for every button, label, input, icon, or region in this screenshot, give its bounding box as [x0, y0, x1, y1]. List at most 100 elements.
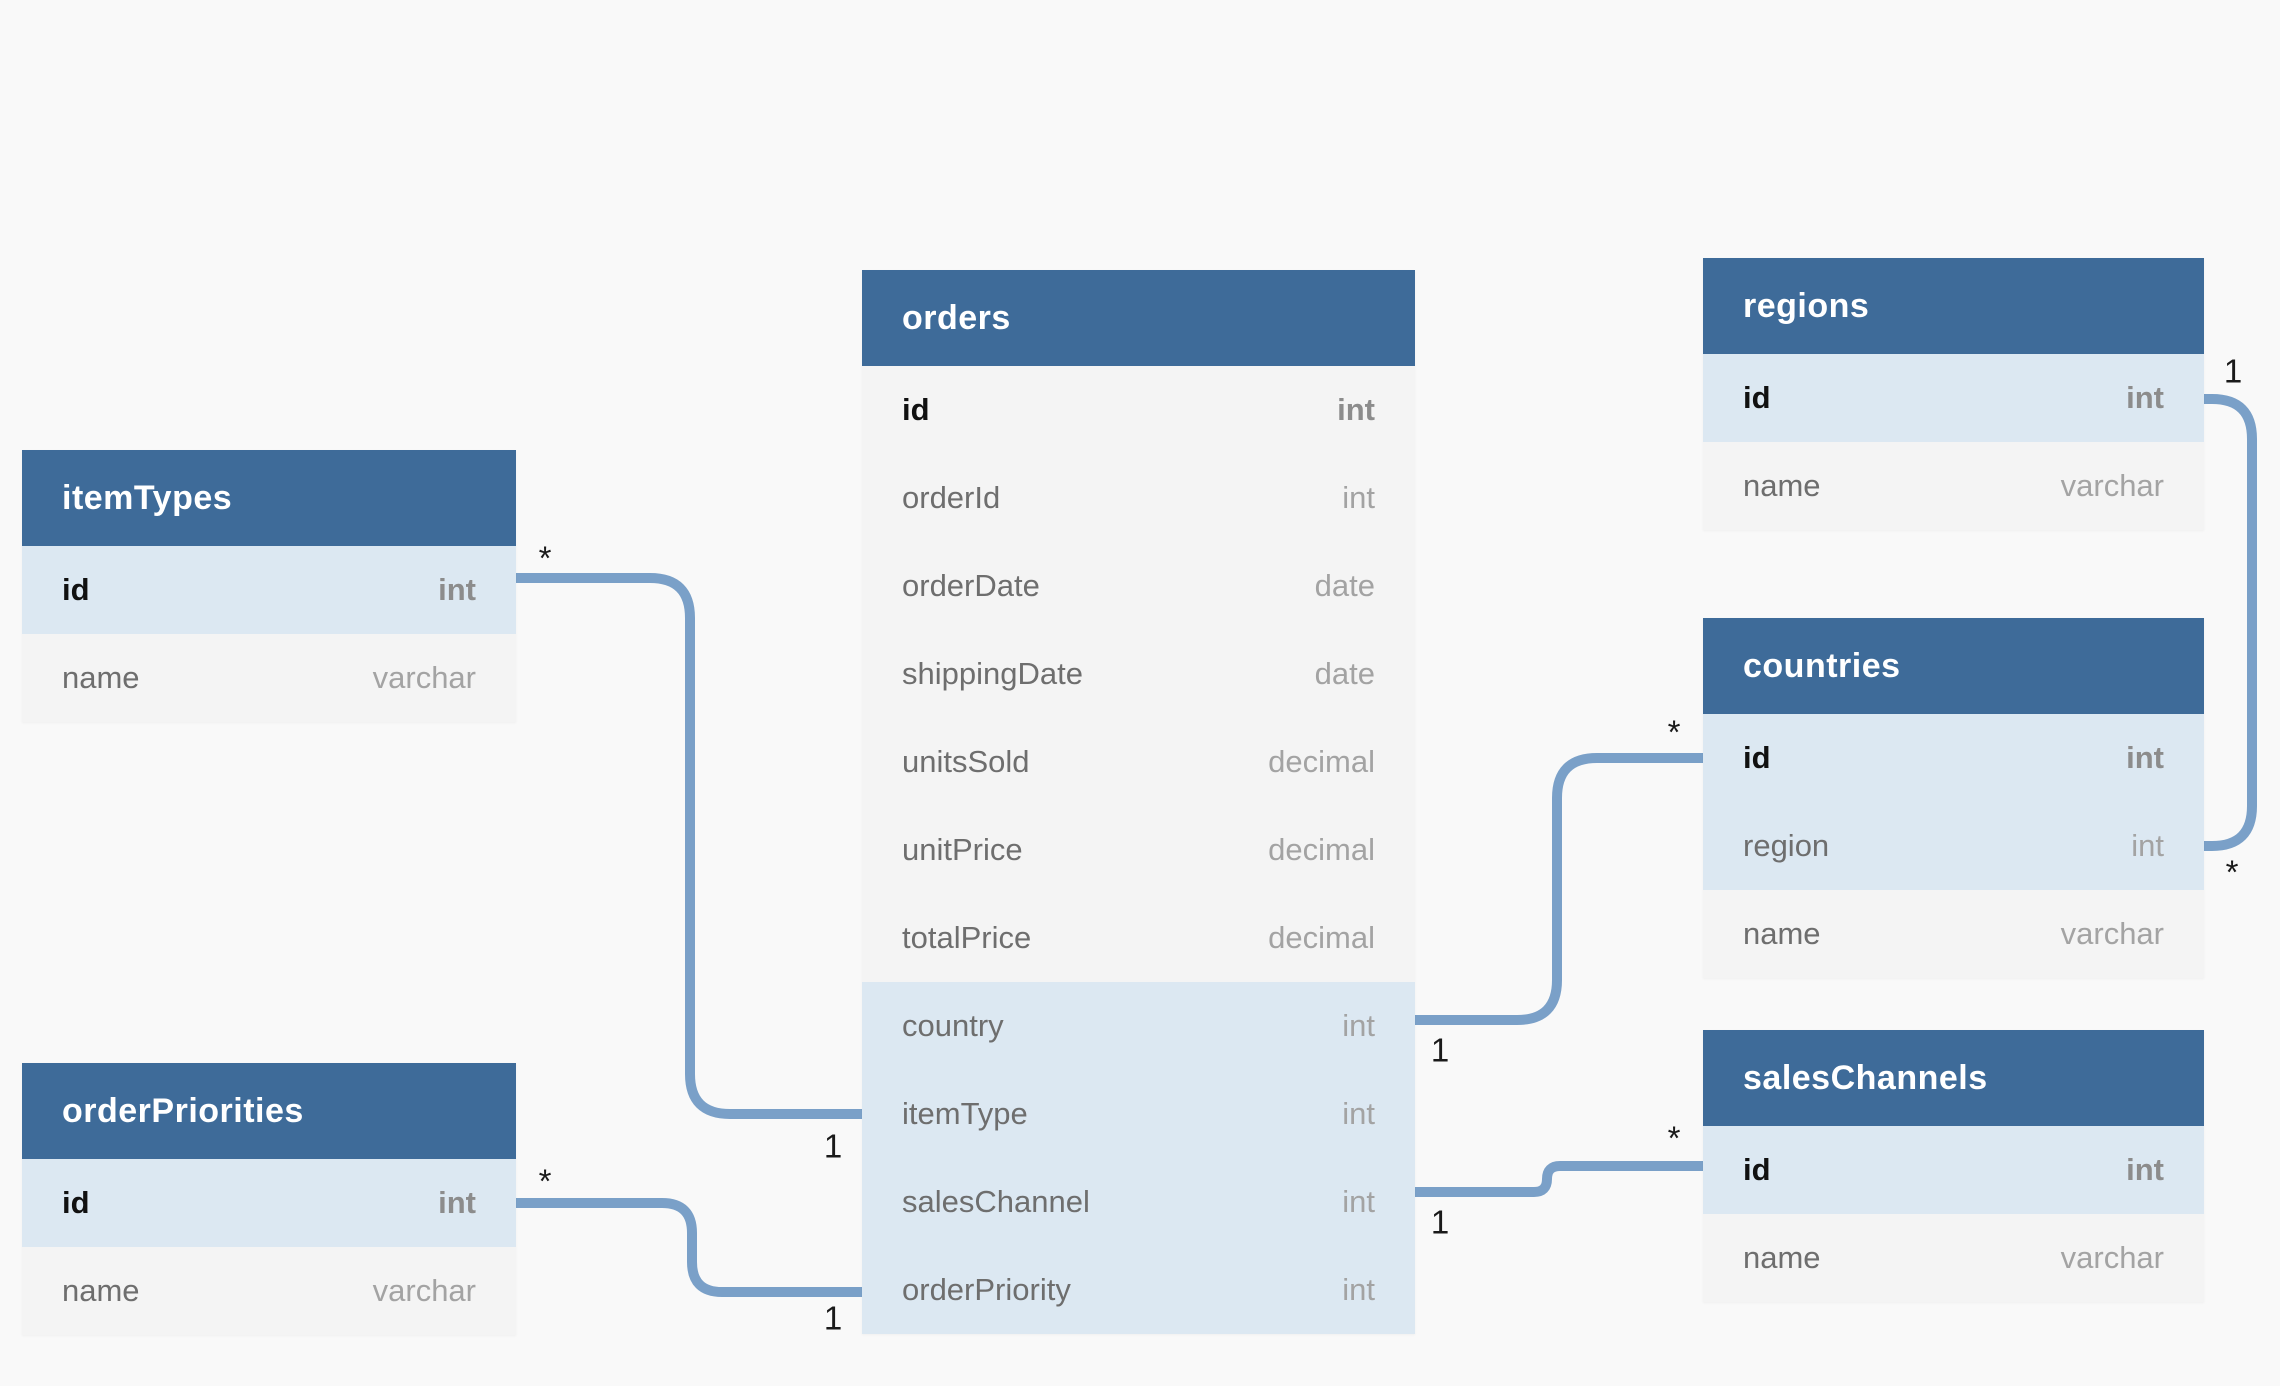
table-countries-row-name[interactable]: name varchar — [1703, 890, 2204, 978]
column-name: id — [1743, 380, 1771, 415]
column-type: decimal — [1268, 920, 1375, 955]
table-itemtypes[interactable]: itemTypes id int name varchar — [22, 450, 516, 722]
column-type: int — [438, 1185, 476, 1220]
column-type: varchar — [372, 1273, 476, 1308]
relationship-itemtypes-orders[interactable] — [516, 573, 862, 1119]
column-name: id — [902, 392, 930, 427]
cardinality-label: 1 — [823, 1299, 843, 1337]
cardinality-label: * — [1667, 713, 1681, 751]
table-regions[interactable]: regions id int name varchar — [1703, 258, 2204, 530]
column-type: varchar — [372, 660, 476, 695]
table-orders-row-saleschannel[interactable]: salesChannel int — [862, 1158, 1415, 1246]
table-orders-row-totalprice[interactable]: totalPrice decimal — [862, 894, 1415, 982]
table-saleschannels[interactable]: salesChannels id int name varchar — [1703, 1030, 2204, 1302]
cardinality-label: * — [2225, 853, 2239, 891]
column-name: id — [62, 1185, 90, 1220]
column-type: decimal — [1268, 832, 1375, 867]
table-countries-header[interactable]: countries — [1703, 618, 2204, 714]
column-type: int — [1342, 1272, 1375, 1307]
column-type: int — [2126, 1152, 2164, 1187]
table-title: countries — [1743, 646, 1901, 685]
relationship-orders-countries[interactable] — [1415, 753, 1703, 1025]
table-countries-row-id[interactable]: id int — [1703, 714, 2204, 802]
table-countries[interactable]: countries id int region int name varchar — [1703, 618, 2204, 978]
table-itemtypes-row-id[interactable]: id int — [22, 546, 516, 634]
column-name: name — [62, 1273, 140, 1308]
column-name: region — [1743, 828, 1830, 863]
table-orderpriorities-row-name[interactable]: name varchar — [22, 1247, 516, 1335]
table-orderpriorities-row-id[interactable]: id int — [22, 1159, 516, 1247]
column-type: date — [1314, 568, 1375, 603]
relationship-orderpriorities-orders[interactable] — [516, 1198, 862, 1297]
relationship-regions-countries[interactable] — [2204, 394, 2257, 851]
table-regions-row-name[interactable]: name varchar — [1703, 442, 2204, 530]
table-orders-row-orderdate[interactable]: orderDate date — [862, 542, 1415, 630]
cardinality-label: 1 — [2223, 352, 2243, 390]
table-saleschannels-row-name[interactable]: name varchar — [1703, 1214, 2204, 1302]
column-name: orderId — [902, 480, 1001, 515]
cardinality-label: * — [538, 1162, 552, 1200]
table-itemtypes-row-name[interactable]: name varchar — [22, 634, 516, 722]
column-type: int — [1342, 1008, 1375, 1043]
table-title: salesChannels — [1743, 1058, 1988, 1097]
table-countries-row-region[interactable]: region int — [1703, 802, 2204, 890]
column-name: id — [62, 572, 90, 607]
table-regions-row-id[interactable]: id int — [1703, 354, 2204, 442]
column-name: shippingDate — [902, 656, 1083, 691]
column-name: orderPriority — [902, 1272, 1071, 1307]
table-saleschannels-row-id[interactable]: id int — [1703, 1126, 2204, 1214]
table-orders-row-unitssold[interactable]: unitsSold decimal — [862, 718, 1415, 806]
column-type: int — [1342, 480, 1375, 515]
cardinality-label: * — [538, 539, 552, 577]
relationship-orders-saleschannels[interactable] — [1415, 1161, 1703, 1197]
column-name: itemType — [902, 1096, 1028, 1131]
table-orders[interactable]: orders id int orderId int orderDate date… — [862, 270, 1415, 1334]
cardinality-label: 1 — [1430, 1031, 1450, 1069]
table-title: regions — [1743, 286, 1870, 325]
column-name: id — [1743, 740, 1771, 775]
column-name: salesChannel — [902, 1184, 1090, 1219]
table-orders-header[interactable]: orders — [862, 270, 1415, 366]
table-orders-row-orderpriority[interactable]: orderPriority int — [862, 1246, 1415, 1334]
table-title: itemTypes — [62, 478, 233, 517]
column-type: varchar — [2060, 916, 2164, 951]
column-type: int — [2126, 380, 2164, 415]
table-orders-row-unitprice[interactable]: unitPrice decimal — [862, 806, 1415, 894]
table-regions-header[interactable]: regions — [1703, 258, 2204, 354]
column-name: unitPrice — [902, 832, 1023, 867]
cardinality-label: 1 — [1430, 1203, 1450, 1241]
table-orders-row-shippingdate[interactable]: shippingDate date — [862, 630, 1415, 718]
column-type: int — [2131, 828, 2164, 863]
column-name: unitsSold — [902, 744, 1030, 779]
column-name: orderDate — [902, 568, 1040, 603]
table-itemtypes-header[interactable]: itemTypes — [22, 450, 516, 546]
cardinality-label: * — [1667, 1119, 1681, 1157]
column-name: name — [1743, 916, 1821, 951]
column-type: int — [2126, 740, 2164, 775]
table-title: orderPriorities — [62, 1091, 304, 1130]
table-title: orders — [902, 298, 1011, 337]
column-name: name — [1743, 1240, 1821, 1275]
column-type: int — [438, 572, 476, 607]
column-type: varchar — [2060, 1240, 2164, 1275]
column-name: country — [902, 1008, 1004, 1043]
column-name: id — [1743, 1152, 1771, 1187]
column-type: int — [1342, 1096, 1375, 1131]
column-name: name — [1743, 468, 1821, 503]
table-orders-row-country[interactable]: country int — [862, 982, 1415, 1070]
column-type: date — [1314, 656, 1375, 691]
column-type: decimal — [1268, 744, 1375, 779]
column-type: varchar — [2060, 468, 2164, 503]
table-saleschannels-header[interactable]: salesChannels — [1703, 1030, 2204, 1126]
table-orderpriorities[interactable]: orderPriorities id int name varchar — [22, 1063, 516, 1335]
table-orderpriorities-header[interactable]: orderPriorities — [22, 1063, 516, 1159]
table-orders-row-orderid[interactable]: orderId int — [862, 454, 1415, 542]
column-type: int — [1337, 392, 1375, 427]
table-orders-row-id[interactable]: id int — [862, 366, 1415, 454]
cardinality-label: 1 — [823, 1127, 843, 1165]
column-name: totalPrice — [902, 920, 1032, 955]
table-orders-row-itemtype[interactable]: itemType int — [862, 1070, 1415, 1158]
column-type: int — [1342, 1184, 1375, 1219]
